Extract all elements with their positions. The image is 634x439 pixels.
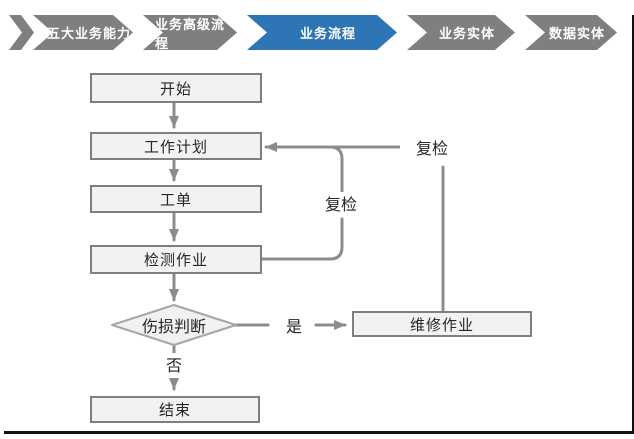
edge-label-recheck-inner: 复检: [309, 192, 373, 214]
flow-node-start: 开始: [90, 73, 262, 103]
nav-step-high-level-process[interactable]: 业务高级流程: [143, 15, 237, 50]
flow-node-work-plan: 工作计划: [90, 132, 262, 160]
line-inspect-recheck-lower: [260, 217, 344, 261]
nav-step-label: 数据实体: [548, 26, 605, 41]
nav-step-label: 业务高级流程: [155, 16, 226, 51]
flow-node-label: 工单: [159, 191, 192, 209]
flow-node-inspection: 检测作业: [90, 245, 262, 274]
flow-node-end: 结束: [90, 396, 260, 423]
nav-step-label: 业务流程: [299, 26, 356, 41]
frame-bottom-border: [4, 431, 634, 434]
nav-step-five-capabilities[interactable]: 五大业务能力: [33, 15, 133, 50]
flow-node-label: 工作计划: [143, 138, 208, 156]
nav-step-business-entity[interactable]: 业务实体: [407, 15, 515, 50]
nav-step-business-process-active[interactable]: 业务流程: [247, 15, 397, 50]
edge-label-no: 否: [158, 353, 190, 375]
edge-label-yes: 是: [278, 314, 310, 336]
flow-node-label: 检测作业: [143, 252, 208, 269]
flow-node-work-order: 工单: [90, 185, 262, 213]
flow-node-repair: 维修作业: [352, 311, 532, 337]
frame-right-border: [632, 15, 634, 434]
edge-label-recheck-outer: 复检: [400, 136, 464, 158]
flow-node-decision-label: 伤损判断: [141, 319, 206, 336]
flow-node-label: 开始: [159, 80, 192, 98]
flow-node-label: 结束: [158, 402, 191, 419]
nav-step-label: 五大业务能力: [46, 26, 131, 41]
line-inspect-recheck-upper: [328, 145, 344, 194]
flow-node-label: 维修作业: [409, 316, 474, 334]
decision-diamond: [111, 304, 237, 346]
process-step-nav: 五大业务能力 业务高级流程 业务流程 业务实体 数据实体: [0, 15, 634, 50]
nav-step-label: 业务实体: [438, 26, 495, 41]
